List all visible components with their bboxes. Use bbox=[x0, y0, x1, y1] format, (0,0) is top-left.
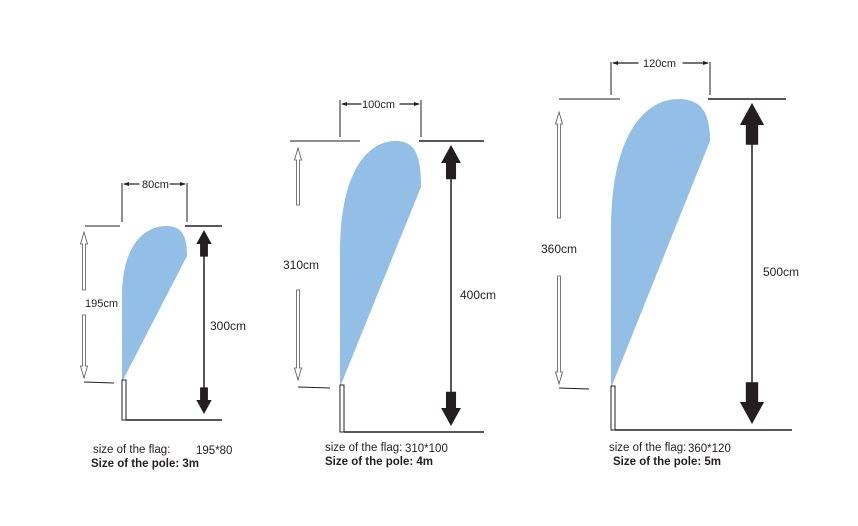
flag-bottom-reference-line bbox=[558, 387, 590, 390]
flag-large: 120cm 360cm 500cm size of the flag: 360*… bbox=[541, 58, 799, 468]
flag-medium: 100cm 310cm 400cm size of the flag: 310*… bbox=[283, 99, 496, 468]
pole-size-caption: Size of the pole: 4m bbox=[325, 456, 433, 468]
flag-height-arrow-down-icon bbox=[554, 275, 564, 386]
flag-size-value: 310*100 bbox=[405, 443, 448, 455]
flag-size-caption: size of the flag: bbox=[609, 442, 686, 454]
total-height-arrow-up-icon bbox=[441, 145, 461, 180]
flag-size-caption: size of the flag: bbox=[325, 442, 402, 454]
flag-height-label: 195cm bbox=[85, 298, 118, 310]
total-height-label: 500cm bbox=[763, 265, 799, 279]
width-arrow-left-head bbox=[612, 61, 618, 65]
total-height-arrow-up-icon bbox=[196, 230, 212, 257]
flag-size-caption: size of the flag: bbox=[93, 444, 170, 456]
flag-height-arrow-up-icon bbox=[79, 230, 89, 291]
flag-fabric bbox=[611, 99, 710, 388]
width-arrow-left-head bbox=[123, 182, 129, 186]
width-label: 120cm bbox=[643, 58, 676, 70]
flag-height-label: 360cm bbox=[541, 242, 577, 256]
flag-fabric bbox=[122, 226, 187, 382]
flag-height-arrow-down-icon bbox=[293, 289, 303, 382]
pole-size-caption: Size of the pole: 5m bbox=[613, 456, 721, 468]
total-height-arrow-up-icon bbox=[739, 103, 765, 145]
flag-height-label: 310cm bbox=[283, 258, 319, 272]
total-height-arrow-down-icon bbox=[441, 391, 461, 426]
flag-height-arrow-down-icon bbox=[79, 314, 89, 380]
width-label: 100cm bbox=[362, 99, 395, 111]
total-height-arrow-down-icon bbox=[196, 387, 212, 414]
flag-pole bbox=[610, 385, 616, 431]
flag-fabric bbox=[340, 141, 421, 387]
flag-pole bbox=[339, 384, 345, 433]
pole-size-caption: Size of the pole: 3m bbox=[91, 458, 199, 470]
flag-bottom-reference-line bbox=[83, 381, 115, 384]
total-height-label: 400cm bbox=[460, 288, 496, 302]
width-arrow-right-head bbox=[180, 182, 186, 186]
flag-height-arrow-up-icon bbox=[293, 146, 303, 206]
total-height-arrow-down-icon bbox=[739, 382, 765, 424]
flag-height-arrow-up-icon bbox=[554, 110, 564, 219]
flag-size-value: 360*120 bbox=[688, 443, 731, 455]
flag-size-value: 195*80 bbox=[196, 445, 232, 457]
width-arrow-left-head bbox=[341, 102, 347, 106]
width-arrow-right-head bbox=[703, 61, 709, 65]
flag-small: 80cm 195cm 300cm size of the flag: 195*8… bbox=[85, 179, 246, 470]
width-arrow-right-head bbox=[414, 102, 420, 106]
total-height-label: 300cm bbox=[210, 319, 246, 333]
width-label: 80cm bbox=[142, 179, 169, 191]
flag-bottom-reference-line bbox=[297, 386, 331, 389]
flag-pole bbox=[121, 379, 127, 421]
